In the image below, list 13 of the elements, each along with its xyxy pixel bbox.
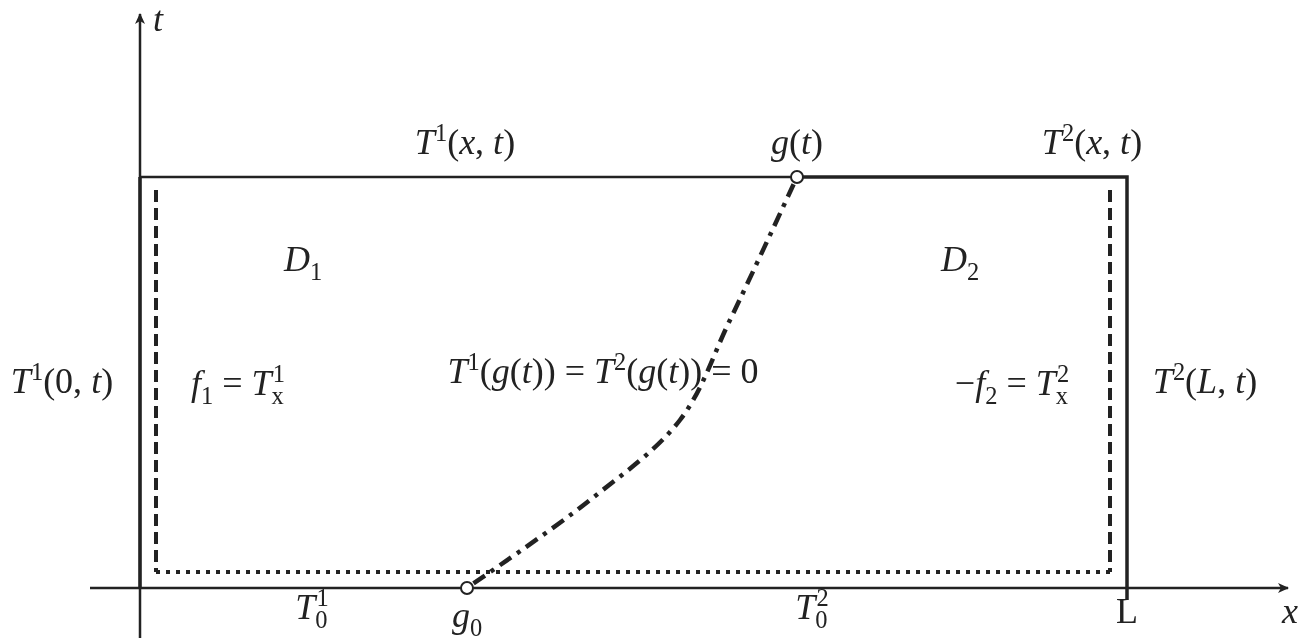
math-label: T$^{1}$(g(t)) = T$^{2}$(g(t)) = 0	[447, 350, 759, 394]
point-label: g(t)	[771, 121, 823, 165]
math-label: T$^{1}$(x, t)	[414, 121, 516, 165]
point-label: g$_{0}$	[451, 594, 483, 638]
axis-label: t	[153, 0, 163, 42]
math-label: T$^{2}$(L, t)	[1152, 360, 1258, 404]
axis-label: x	[1282, 590, 1298, 634]
math-label: T$^{2}$(x, t)	[1041, 121, 1143, 165]
dash-dot-curve	[472, 183, 796, 586]
math-label: T$^{1}$(0, t)	[10, 360, 114, 404]
axis-label: L	[1116, 590, 1138, 634]
math-label: D$_{2}$	[940, 238, 980, 282]
math-label: D$_{1}$	[283, 238, 323, 282]
